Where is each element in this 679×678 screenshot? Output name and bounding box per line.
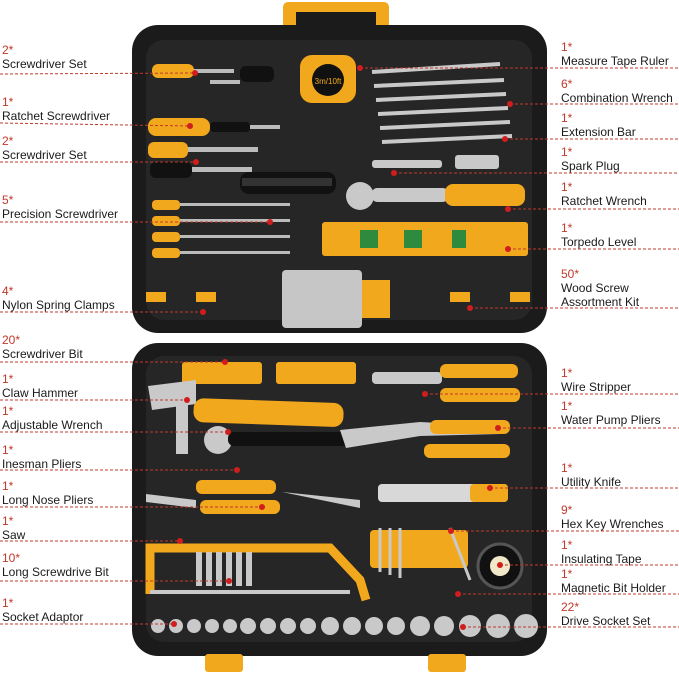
adjustable-wrench-icon bbox=[204, 426, 348, 454]
claw-hammer-icon bbox=[148, 380, 344, 454]
label-adjustable-wrench: 1*Adjustable Wrench bbox=[2, 404, 103, 432]
screwdriver-row-icon bbox=[148, 142, 336, 194]
spark-plug-icon bbox=[455, 155, 499, 169]
label-screwdriver-set-2: 2*Screwdriver Set bbox=[2, 134, 87, 162]
leader-line-left-0 bbox=[0, 72, 196, 75]
leader-dot-right-11 bbox=[497, 562, 503, 568]
label-screwdriver-set-1: 2*Screwdriver Set bbox=[2, 43, 87, 71]
label-water-pump-pliers: 1*Water Pump Pliers bbox=[561, 399, 661, 427]
leader-dot-left-11 bbox=[226, 578, 232, 584]
leader-line-left-1 bbox=[0, 122, 191, 127]
label-ratchet-wrench: 1*Ratchet Wrench bbox=[561, 180, 647, 208]
leader-dot-right-8 bbox=[495, 425, 501, 431]
leader-dot-left-2 bbox=[193, 159, 199, 165]
leader-dot-left-7 bbox=[225, 429, 231, 435]
water-pump-pliers-icon bbox=[340, 420, 510, 458]
tape-measure-icon: 3m/10ft bbox=[300, 55, 356, 103]
leader-dot-left-1 bbox=[187, 123, 193, 129]
label-nylon-spring-clamps: 4*Nylon Spring Clamps bbox=[2, 284, 115, 312]
leader-dot-right-1 bbox=[507, 101, 513, 107]
torpedo-level-icon bbox=[322, 222, 528, 256]
leader-dot-right-6 bbox=[467, 305, 473, 311]
leader-dot-right-4 bbox=[505, 206, 511, 212]
tape-label: 3m/10ft bbox=[315, 77, 342, 86]
long-bits-icon bbox=[196, 552, 252, 586]
screwdriver-set-icon bbox=[152, 64, 274, 84]
leader-dot-left-3 bbox=[267, 219, 273, 225]
label-spark-plug: 1*Spark Plug bbox=[561, 145, 620, 173]
label-long-nose-pliers: 1*Long Nose Pliers bbox=[2, 479, 94, 507]
leader-dot-right-0 bbox=[357, 65, 363, 71]
label-utility-knife: 1*Utility Knife bbox=[561, 461, 622, 489]
label-precision-screwdriver: 5*Precision Screwdriver bbox=[2, 193, 119, 221]
leader-dot-right-13 bbox=[460, 624, 466, 630]
leader-dot-right-10 bbox=[448, 528, 454, 534]
label-socket-adaptor: 1*Socket Adaptor bbox=[2, 596, 84, 624]
precision-screwdriver-icon bbox=[152, 200, 290, 258]
ratchet-wrench-icon bbox=[346, 182, 525, 210]
extension-bar-icon bbox=[372, 160, 442, 168]
label-claw-hammer: 1*Claw Hammer bbox=[2, 372, 79, 400]
leader-dot-left-9 bbox=[259, 504, 265, 510]
label-magnetic-bit-holder: 1*Magnetic Bit Holder bbox=[561, 567, 666, 595]
leader-dot-left-6 bbox=[184, 397, 190, 403]
label-wire-stripper: 1*Wire Stripper bbox=[561, 366, 632, 394]
leader-dot-right-3 bbox=[391, 170, 397, 176]
hex-key-icon bbox=[370, 527, 472, 581]
label-inesman-pliers: 1*Inesman Pliers bbox=[2, 443, 82, 471]
leader-dot-right-7 bbox=[422, 391, 428, 397]
leader-dot-right-5 bbox=[505, 246, 511, 252]
label-drive-socket-set: 22*Drive Socket Set bbox=[561, 600, 651, 628]
leader-dot-left-12 bbox=[171, 621, 177, 627]
saw-blade-icon bbox=[150, 590, 350, 594]
socket-set-icon bbox=[151, 614, 538, 638]
label-saw: 1*Saw bbox=[2, 514, 26, 542]
hacksaw-icon bbox=[145, 543, 371, 602]
leader-dot-left-5 bbox=[222, 359, 228, 365]
leader-dot-left-8 bbox=[234, 467, 240, 473]
utility-knife-icon bbox=[378, 484, 508, 502]
spring-clamp-icon bbox=[146, 292, 530, 302]
label-combination-wrench: 6*Combination Wrench bbox=[561, 77, 673, 105]
leader-dot-right-2 bbox=[502, 136, 508, 142]
ratchet-screwdriver-icon bbox=[148, 118, 280, 136]
leader-dot-right-12 bbox=[455, 591, 461, 597]
label-torpedo-level: 1*Torpedo Level bbox=[561, 221, 637, 249]
label-screwdriver-bit: 20*Screwdriver Bit bbox=[2, 333, 83, 361]
screw-box-icon bbox=[282, 270, 390, 328]
label-extension-bar: 1*Extension Bar bbox=[561, 111, 636, 139]
leader-dot-left-10 bbox=[177, 538, 183, 544]
label-ratchet-screwdriver: 1*Ratchet Screwdriver bbox=[2, 95, 111, 123]
label-long-screwdrive-bit: 10*Long Screwdrive Bit bbox=[2, 551, 109, 579]
bit-strip-icon bbox=[182, 362, 356, 384]
label-hex-key-wrenches: 9*Hex Key Wrenches bbox=[561, 503, 664, 531]
wire-stripper-icon bbox=[372, 364, 520, 402]
label-insulating-tape: 1*Insulating Tape bbox=[561, 538, 642, 566]
leader-dot-right-9 bbox=[487, 485, 493, 491]
leader-dot-left-4 bbox=[200, 309, 206, 315]
leader-dot-left-0 bbox=[192, 70, 198, 76]
label-measure-tape-ruler: 1*Measure Tape Ruler bbox=[561, 40, 669, 68]
